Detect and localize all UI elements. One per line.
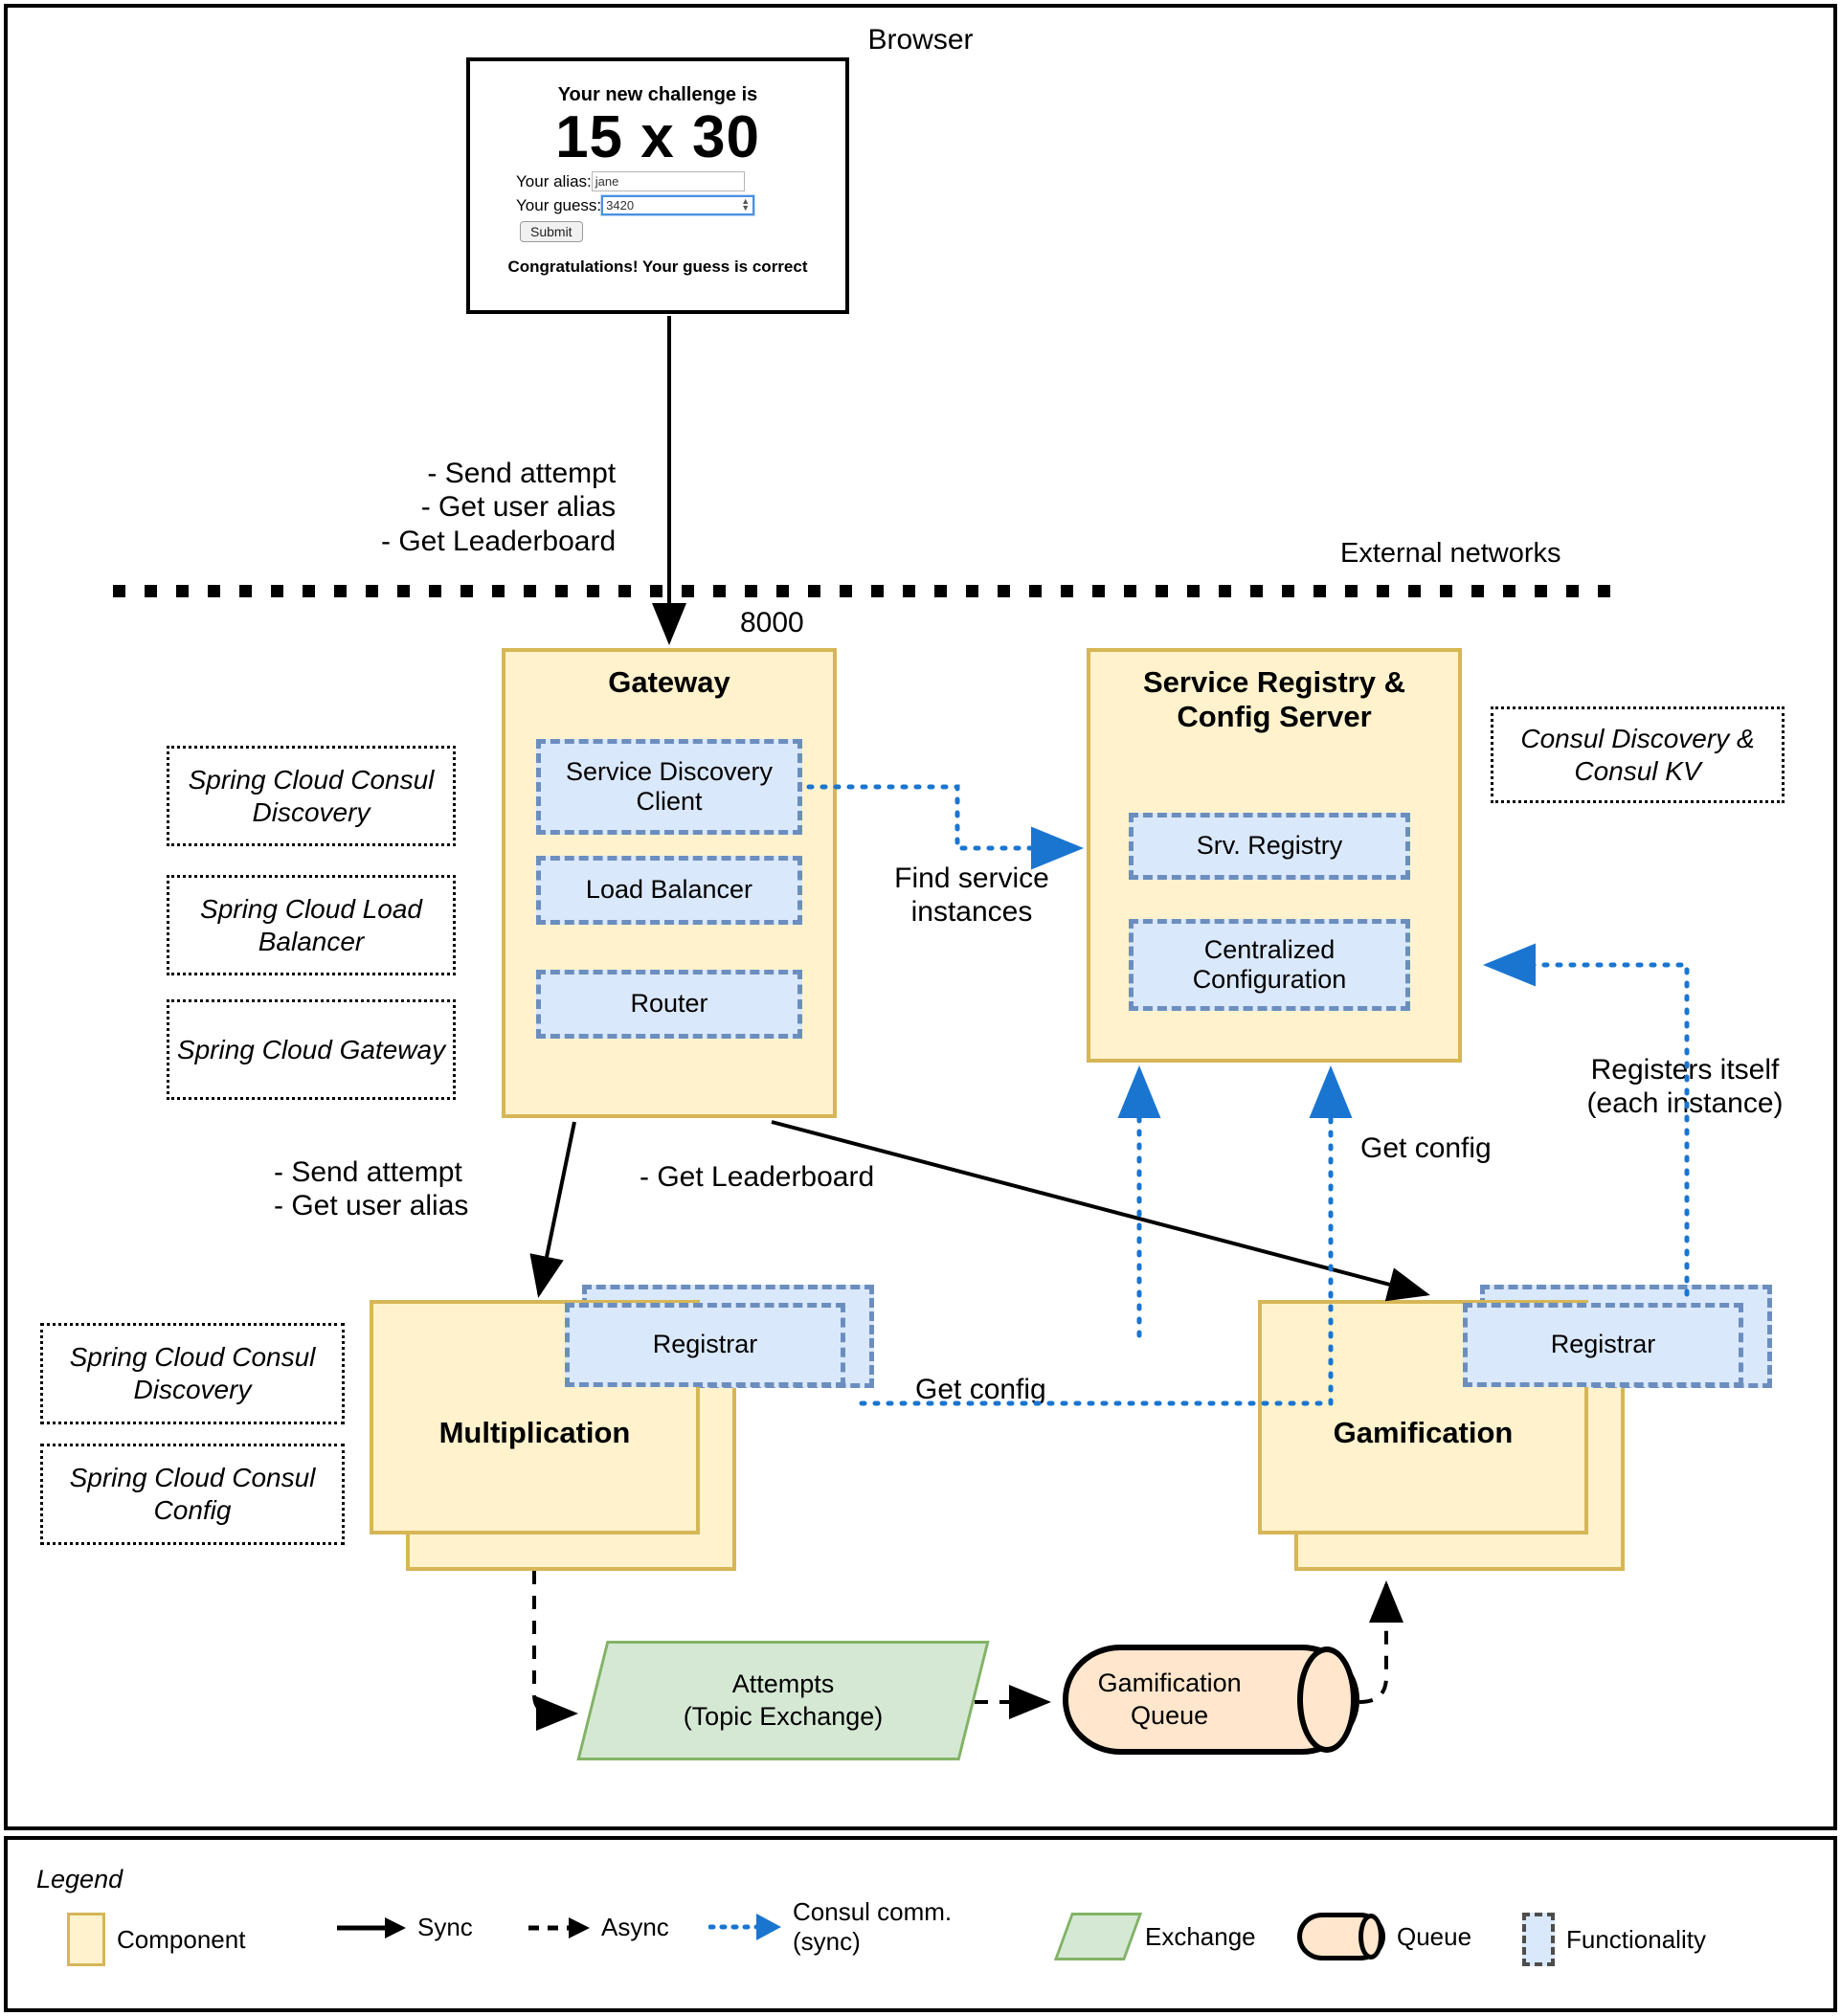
alias-label: Your alias: <box>516 171 592 190</box>
note-multiplication-consul-config: Spring Cloud Consul Config <box>40 1444 345 1545</box>
exchange-label-line1: Attempts <box>731 1669 835 1698</box>
legend-item-async: Async <box>527 1913 669 1942</box>
browser-window: Your new challenge is 15 x 30 Your alias… <box>466 57 849 314</box>
dotted-blue-arrow-icon <box>708 1914 781 1941</box>
submit-button[interactable]: Submit <box>520 221 583 242</box>
functionality-router[interactable]: Router <box>536 970 802 1039</box>
label-browser-to-gateway: - Send attempt - Get user alias - Get Le… <box>381 458 617 557</box>
queue-swatch-icon <box>1297 1913 1385 1960</box>
note-consul-discovery-kv: Consul Discovery & Consul KV <box>1491 706 1785 803</box>
dashed-arrow-icon <box>528 1916 590 1938</box>
note-multiplication-consul-discovery: Spring Cloud Consul Discovery <box>40 1323 345 1424</box>
label-get-config-multiplication: Get config <box>915 1374 1046 1405</box>
legend-item-exchange: Exchange <box>1053 1913 1256 1960</box>
challenge-expression: 15 x 30 <box>555 104 760 170</box>
legend-item-sync: Sync <box>335 1913 473 1942</box>
exchange-label-line2: (Topic Exchange) <box>683 1701 884 1731</box>
functionality-centralized-configuration[interactable]: Centralized Configuration <box>1129 919 1410 1011</box>
legend-item-component: Component <box>67 1913 245 1966</box>
legend-label-consul-comm-wrap: Consul comm. (sync) <box>793 1897 952 1957</box>
legend-title: Legend <box>36 1865 123 1893</box>
queue-cap <box>1297 1646 1357 1753</box>
note-spring-cloud-load-balancer: Spring Cloud Load Balancer <box>167 875 456 975</box>
functionality-registrar-multiplication[interactable]: Registrar <box>565 1303 845 1387</box>
legend-label-exchange: Exchange <box>1145 1921 1256 1951</box>
note-spring-cloud-consul-discovery-gateway: Spring Cloud Consul Discovery <box>167 746 456 846</box>
alias-row: Your alias: jane <box>516 171 845 191</box>
functionality-service-discovery-client[interactable]: Service Discovery Client <box>536 739 802 835</box>
exchange-swatch-icon <box>1053 1913 1143 1960</box>
solid-arrow-icon <box>337 1916 406 1938</box>
functionality-load-balancer[interactable]: Load Balancer <box>536 856 802 925</box>
guess-row: Your guess: 3420 ▲▼ <box>516 195 845 215</box>
external-network-divider <box>113 585 1624 597</box>
legend-frame <box>4 1836 1837 2012</box>
legend-label-functionality: Functionality <box>1566 1924 1706 1954</box>
multiplication-title: Multiplication <box>438 1416 631 1449</box>
result-message: Congratulations! Your guess is correct <box>507 258 808 276</box>
legend-item-functionality: Functionality <box>1522 1913 1706 1966</box>
guess-input-value: 3420 <box>606 198 635 213</box>
label-gateway-to-multiplication: - Send attempt - Get user alias <box>274 1156 469 1222</box>
browser-label: Browser <box>867 24 974 56</box>
spinner-icon[interactable]: ▲▼ <box>741 196 751 213</box>
guess-input[interactable]: 3420 ▲▼ <box>601 195 755 215</box>
guess-label: Your guess: <box>516 195 602 214</box>
legend-label-consul-comm-line1: Consul comm. <box>793 1897 953 1926</box>
legend-label-async: Async <box>601 1913 669 1941</box>
legend-label-sync: Sync <box>417 1913 473 1941</box>
legend-item-consul-comm: Consul comm. (sync) <box>708 1897 952 1957</box>
legend-item-queue: Queue <box>1297 1913 1471 1960</box>
label-registers-itself: Registers itself (each instance) <box>1586 1054 1784 1120</box>
external-networks-label: External networks <box>1340 538 1561 569</box>
label-gateway-to-gamification: - Get Leaderboard <box>640 1161 875 1193</box>
gamification-queue[interactable]: Gamification Queue <box>1063 1645 1359 1755</box>
functionality-registrar-gamification[interactable]: Registrar <box>1463 1303 1743 1387</box>
functionality-srv-registry[interactable]: Srv. Registry <box>1129 813 1410 880</box>
note-spring-cloud-gateway: Spring Cloud Gateway <box>167 999 456 1100</box>
service-registry-title: Service Registry & Config Server <box>1143 665 1405 733</box>
queue-label: Gamification Queue <box>1063 1645 1276 1755</box>
component-swatch-icon <box>67 1913 105 1966</box>
diagram-outer-frame <box>4 4 1837 1830</box>
legend-label-component: Component <box>117 1924 246 1954</box>
alias-input[interactable]: jane <box>591 171 745 191</box>
legend-label-queue: Queue <box>1397 1921 1472 1951</box>
gateway-port-label: 8000 <box>740 607 804 638</box>
label-get-config-registry: Get config <box>1360 1132 1492 1164</box>
queue-label-line1: Gamification <box>1097 1668 1242 1697</box>
queue-label-line2: Queue <box>1131 1700 1209 1730</box>
gamification-title: Gamification <box>1333 1416 1514 1449</box>
gateway-title: Gateway <box>608 665 730 699</box>
functionality-swatch-icon <box>1522 1913 1555 1966</box>
exchange-label: Attempts (Topic Exchange) <box>592 1641 975 1760</box>
challenge-heading: Your new challenge is <box>557 84 758 105</box>
label-find-service-instances: Find service instances <box>894 862 1049 929</box>
legend-label-consul-comm-line2: (sync) <box>793 1927 861 1957</box>
attempts-topic-exchange[interactable]: Attempts (Topic Exchange) <box>576 1641 990 1760</box>
